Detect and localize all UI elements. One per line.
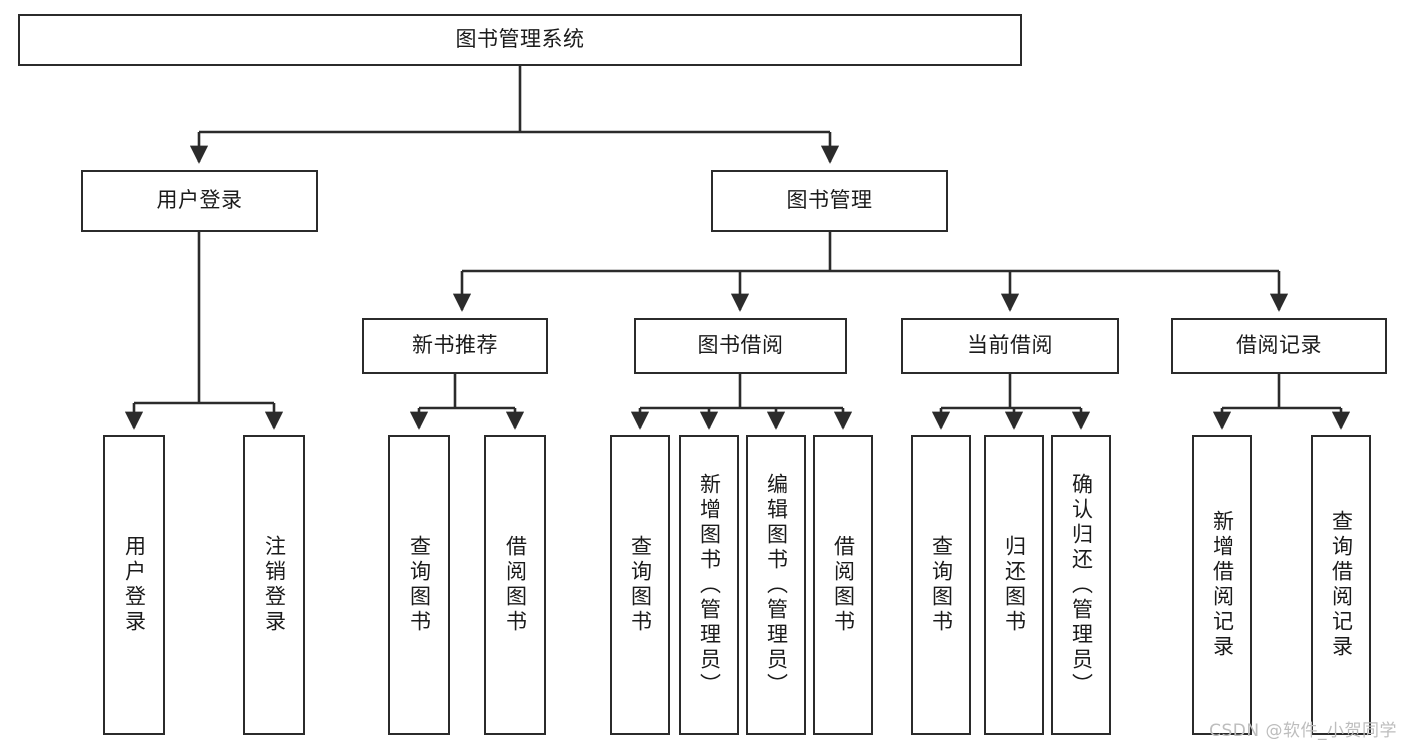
node-leaf-record-query-borrow-record[interactable]: 查询借阅记录 <box>1311 435 1371 735</box>
node-leaf-borrow-query-book[interactable]: 查询图书 <box>610 435 670 735</box>
node-label: 图书管理 <box>786 188 873 213</box>
node-leaf-user-logout[interactable]: 注销登录 <box>243 435 305 735</box>
node-label: 借阅图书 <box>831 535 856 635</box>
node-label: 新书推荐 <box>412 333 498 358</box>
node-label: 确认归还（管理员） <box>1069 472 1094 698</box>
node-label: 用户登录 <box>122 535 147 635</box>
node-label: 编辑图书（管理员） <box>764 472 789 698</box>
node-leaf-current-return-book[interactable]: 归还图书 <box>984 435 1044 735</box>
node-leaf-recommend-query-book[interactable]: 查询图书 <box>388 435 450 735</box>
node-leaf-current-query-book[interactable]: 查询图书 <box>911 435 971 735</box>
node-label: 图书借阅 <box>697 333 784 358</box>
node-label: 借阅记录 <box>1236 333 1322 358</box>
node-leaf-record-add-borrow-record[interactable]: 新增借阅记录 <box>1192 435 1252 735</box>
node-leaf-current-confirm-return-admin[interactable]: 确认归还（管理员） <box>1051 435 1111 735</box>
node-label: 查询借阅记录 <box>1329 510 1354 660</box>
node-label: 图书管理系统 <box>455 27 585 52</box>
node-leaf-borrow-borrow-book[interactable]: 借阅图书 <box>813 435 873 735</box>
node-label: 用户登录 <box>156 188 243 213</box>
node-root-system[interactable]: 图书管理系统 <box>18 14 1022 66</box>
node-label: 新增图书（管理员） <box>697 472 722 698</box>
node-branch-book-management[interactable]: 图书管理 <box>711 170 948 232</box>
node-label: 查询图书 <box>407 535 432 635</box>
node-group-borrow-records[interactable]: 借阅记录 <box>1171 318 1387 374</box>
node-label: 借阅图书 <box>503 535 528 635</box>
node-leaf-recommend-borrow-book[interactable]: 借阅图书 <box>484 435 546 735</box>
node-label: 查询图书 <box>929 535 954 635</box>
node-leaf-borrow-edit-book-admin[interactable]: 编辑图书（管理员） <box>746 435 806 735</box>
node-label: 新增借阅记录 <box>1210 510 1235 660</box>
node-group-book-borrow[interactable]: 图书借阅 <box>634 318 847 374</box>
node-group-new-book-recommend[interactable]: 新书推荐 <box>362 318 548 374</box>
node-leaf-borrow-add-book-admin[interactable]: 新增图书（管理员） <box>679 435 739 735</box>
node-leaf-user-login[interactable]: 用户登录 <box>103 435 165 735</box>
node-label: 注销登录 <box>262 535 287 635</box>
node-group-current-borrow[interactable]: 当前借阅 <box>901 318 1119 374</box>
node-branch-user-login[interactable]: 用户登录 <box>81 170 318 232</box>
node-label: 归还图书 <box>1002 535 1027 635</box>
node-label: 当前借阅 <box>967 333 1053 358</box>
node-label: 查询图书 <box>628 535 653 635</box>
